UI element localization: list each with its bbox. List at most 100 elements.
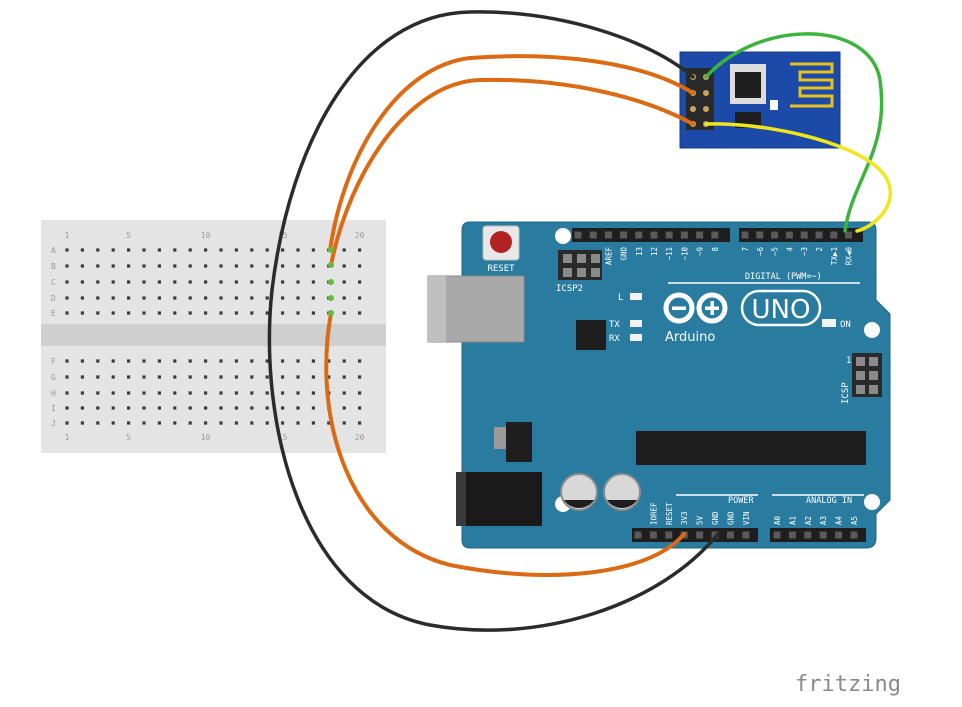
breadboard-hole <box>265 264 269 268</box>
breadboard-row-label: A <box>51 246 56 255</box>
breadboard-hole <box>127 311 131 315</box>
breadboard-hole <box>219 406 223 410</box>
breadboard-row-label: F <box>51 357 56 366</box>
arduino-board <box>461 221 891 549</box>
header-pin <box>726 531 734 539</box>
breadboard-hole <box>358 264 362 268</box>
breadboard-column-label: 5 <box>126 433 131 442</box>
breadboard-hole <box>127 264 131 268</box>
breadboard-hole <box>358 296 362 300</box>
breadboard-hole <box>157 280 161 284</box>
header-pin <box>741 231 749 239</box>
breadboard-hole <box>111 391 115 395</box>
breadboard-hole <box>234 264 238 268</box>
breadboard-hole <box>188 264 192 268</box>
breadboard-hole <box>234 248 238 252</box>
atmega-chip <box>636 431 866 465</box>
breadboard-hole <box>358 311 362 315</box>
breadboard-hole <box>65 280 69 284</box>
breadboard-hole <box>296 391 300 395</box>
breadboard-connection-point <box>328 262 334 268</box>
breadboard-hole <box>142 391 146 395</box>
header-pin <box>788 531 796 539</box>
header-pin <box>785 231 793 239</box>
led-tx-label: TX <box>609 320 620 330</box>
icsp-header <box>852 353 882 397</box>
breadboard-hole <box>234 391 238 395</box>
breadboard-hole <box>65 406 69 410</box>
breadboard-holes <box>65 248 362 425</box>
breadboard-hole <box>142 296 146 300</box>
breadboard-hole <box>173 264 177 268</box>
breadboard-hole <box>250 359 254 363</box>
breadboard-hole <box>219 296 223 300</box>
capacitor <box>603 473 641 511</box>
esp-pin-header <box>686 68 714 130</box>
breadboard-hole <box>111 406 115 410</box>
icsp-label: ICSP <box>841 382 851 404</box>
power-pin-label: VIN <box>742 511 751 525</box>
breadboard-hole <box>188 248 192 252</box>
breadboard-hole <box>311 311 315 315</box>
digital-pin-label: RX◀0 <box>845 247 854 266</box>
breadboard-row-label: G <box>51 373 56 382</box>
breadboard-hole <box>265 248 269 252</box>
breadboard-hole <box>342 264 346 268</box>
breadboard-hole <box>219 359 223 363</box>
breadboard-hole <box>219 280 223 284</box>
breadboard-hole <box>65 311 69 315</box>
icsp-pin1-label: 1 <box>846 356 851 366</box>
breadboard-hole <box>281 248 285 252</box>
breadboard-hole <box>342 359 346 363</box>
wire-yellow-rx <box>704 122 893 233</box>
breadboard-hole <box>96 264 100 268</box>
breadboard-hole <box>65 296 69 300</box>
breadboard-hole <box>311 421 315 425</box>
header-pin <box>711 231 719 239</box>
breadboard-hole <box>80 248 84 252</box>
header-pin <box>680 231 688 239</box>
breadboard-column-label: 1 <box>65 433 70 442</box>
breadboard-hole <box>127 280 131 284</box>
breadboard-hole <box>80 264 84 268</box>
breadboard-hole <box>96 248 100 252</box>
breadboard-hole <box>96 296 100 300</box>
breadboard-hole <box>157 421 161 425</box>
breadboard-hole <box>204 359 208 363</box>
breadboard-hole <box>342 248 346 252</box>
breadboard-hole <box>358 248 362 252</box>
breadboard-column-label: 20 <box>355 231 365 240</box>
breadboard-hole <box>80 311 84 315</box>
header-pin <box>804 531 812 539</box>
breadboard-hole <box>342 375 346 379</box>
usb-chip <box>576 320 606 350</box>
breadboard-column-label: 10 <box>201 231 211 240</box>
breadboard-hole <box>204 296 208 300</box>
power-pin-label: IOREF <box>649 502 658 525</box>
breadboard-row-label: J <box>51 419 56 428</box>
breadboard-hole <box>296 421 300 425</box>
breadboard-hole <box>204 421 208 425</box>
breadboard-hole <box>311 359 315 363</box>
breadboard-hole <box>250 296 254 300</box>
header-pin <box>800 231 808 239</box>
breadboard-hole <box>311 375 315 379</box>
breadboard-hole <box>265 359 269 363</box>
led-rx-label: RX <box>609 334 620 344</box>
breadboard-hole <box>111 375 115 379</box>
led-l <box>630 293 642 300</box>
breadboard-hole <box>111 311 115 315</box>
breadboard-hole <box>296 264 300 268</box>
header-pin <box>850 531 858 539</box>
breadboard-hole <box>204 406 208 410</box>
power-pin-label: GND <box>711 511 720 525</box>
breadboard-hole <box>188 311 192 315</box>
breadboard-hole <box>250 391 254 395</box>
breadboard-hole <box>281 406 285 410</box>
breadboard-hole <box>157 248 161 252</box>
breadboard-hole <box>142 280 146 284</box>
breadboard-column-label: 5 <box>126 231 131 240</box>
breadboard-hole <box>342 406 346 410</box>
